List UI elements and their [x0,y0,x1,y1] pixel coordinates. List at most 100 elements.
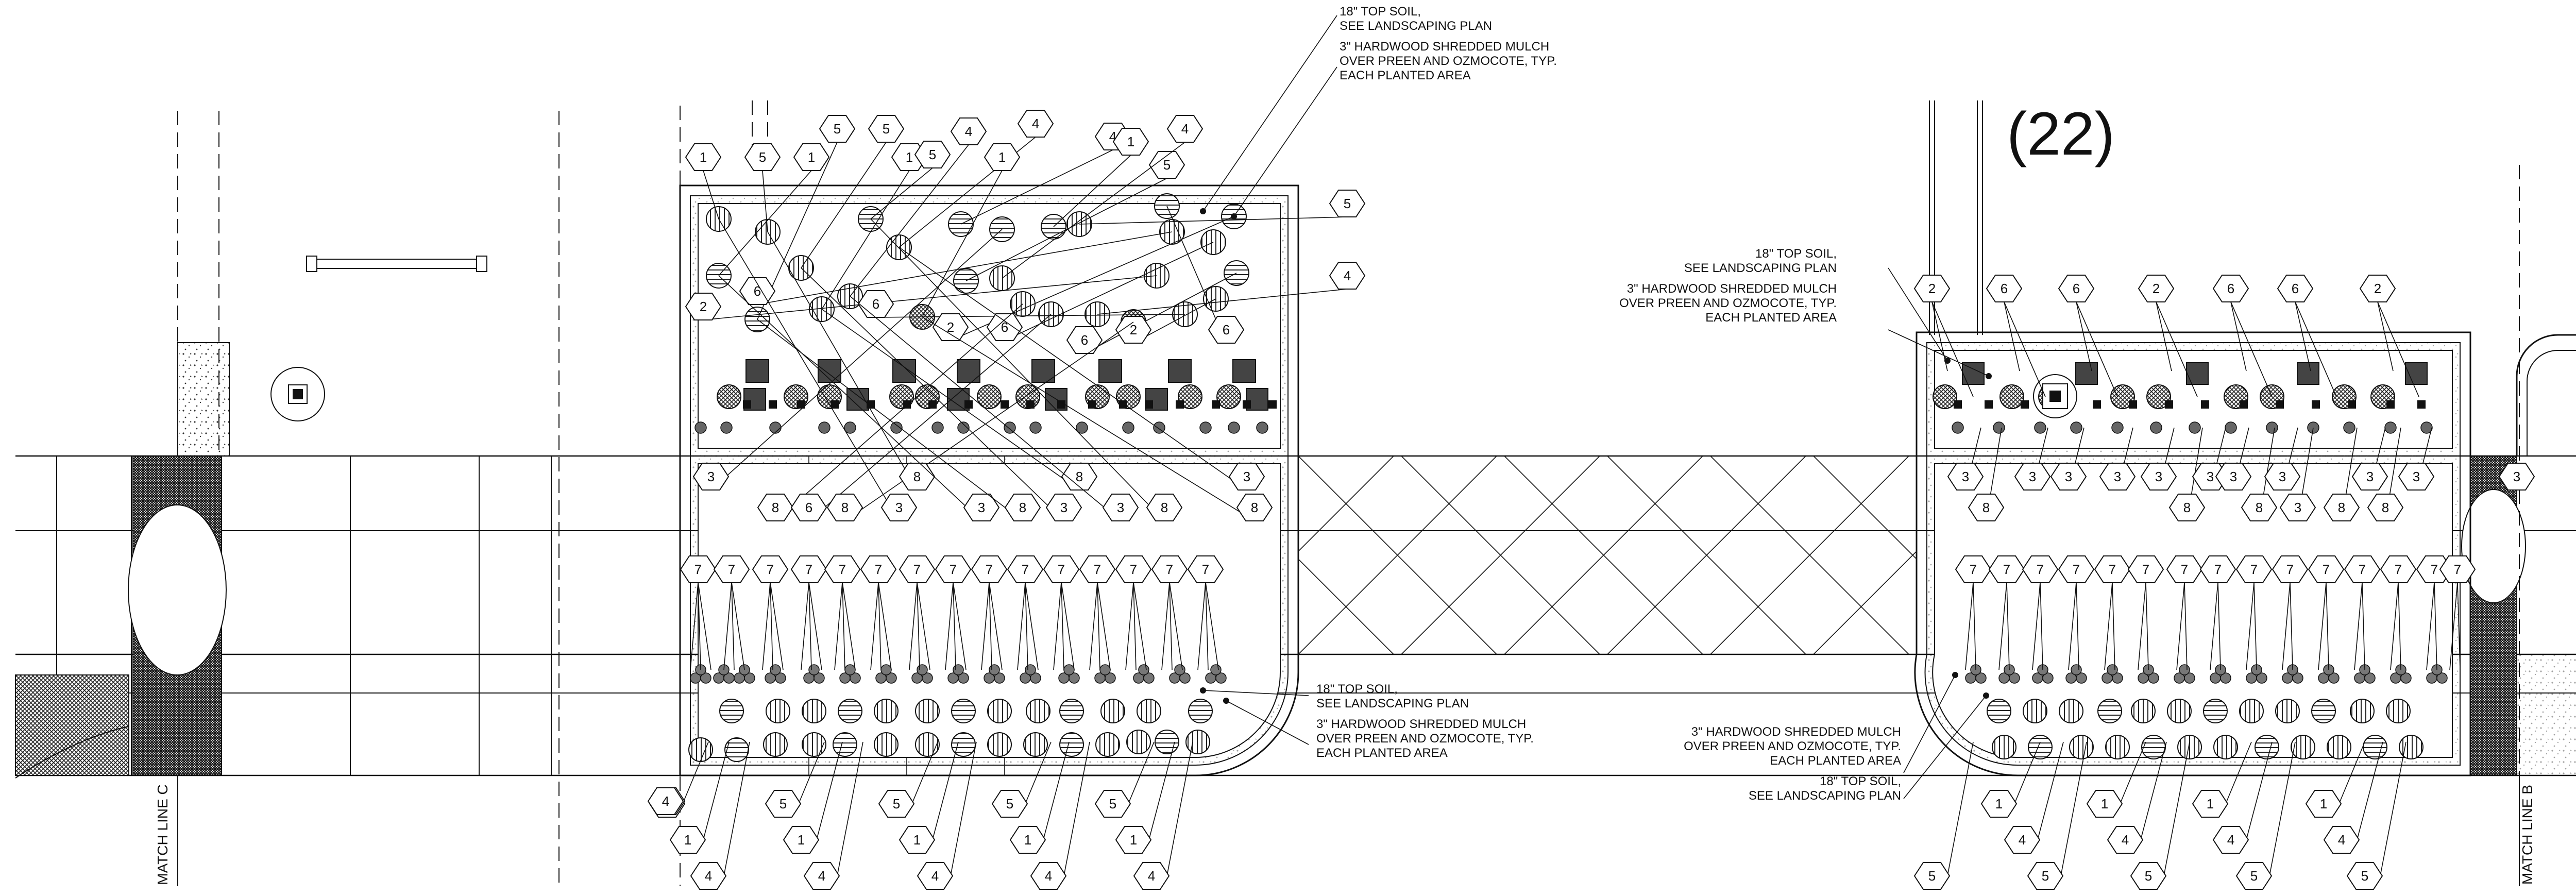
cluster-symbol [1174,664,1185,675]
groundcover-symbol [1004,421,1016,434]
plant-tag-hexagon [1009,826,1046,854]
plant-tag-number: 3 [1060,500,1067,515]
mulch-note-line: EACH PLANTED AREA [1316,746,1448,760]
leader-line [2290,582,2293,670]
cluster-symbol [958,672,969,684]
bed-far-right-lower [2516,654,2576,776]
cluster-symbol [886,672,897,684]
plant-tag-hexagon [765,790,802,818]
mulch-note-line: 3" HARDWOOD SHREDDED MULCH [1627,282,1837,296]
topsoil-note-line: 18" TOP SOIL, [1340,5,1421,19]
plant-tag-number: 5 [2250,868,2258,884]
leader-line [2120,741,2146,804]
perennial-symbol [1243,400,1251,409]
plant-tag-hexagon [793,143,830,171]
plant-tag-hexagon [914,141,951,168]
leader-line [909,582,918,670]
plant-tag: 6 [1066,326,1103,354]
leader-line [2104,582,2113,670]
plant-tag: 1 [2192,790,2229,818]
plant-tag-hexagon [2168,494,2206,521]
leader-line [2295,301,2311,371]
mulch-note-line: EACH PLANTED AREA [1705,311,1837,325]
leader-line [965,178,1167,281]
plant-tag-number: 7 [2181,562,2188,577]
plant-tag-number: 6 [1223,322,1230,337]
shrub-symbol [1126,730,1151,754]
shrub-symbol [688,737,713,762]
plant-tag-number: 3 [978,500,985,515]
bench-end [476,256,487,272]
plant-tag: 3 [2050,463,2087,491]
leader-line [775,303,1023,521]
plant-tag-number: 3 [2065,469,2072,484]
perennial-symbol [964,400,973,409]
plant-tag: 6 [2277,275,2314,302]
shrub-symbol [2386,699,2411,723]
plant-tag: 4 [1017,110,1054,138]
plant-tag: 8 [1061,463,1098,491]
plant-tag: 7 [860,555,897,583]
plant-tag: 1 [685,143,722,171]
leader-line [1166,741,1193,876]
shrub-symbol [1095,732,1120,757]
plant-tag: 2 [1115,316,1152,344]
shrub-symbol [2213,735,2238,759]
leader-line [698,582,701,670]
light-pole-base [2033,374,2077,418]
cluster-symbol [2436,672,2448,684]
plant-tag: 5 [868,115,905,143]
cluster-symbol [2107,664,2118,675]
shrub-symbol [1933,384,1957,409]
plant-tag-number: 7 [728,562,735,577]
plant-tag: 7 [2235,555,2273,583]
shrub-symbol [1155,730,1179,754]
shrub-symbol [987,699,1012,723]
groundcover-symbol [2111,421,2124,434]
plant-tag-number: 1 [2320,796,2327,812]
cluster-symbol [1179,672,1191,684]
leader-line [1025,582,1039,670]
shrub-symbol [2291,735,2315,759]
light-pole-base [270,367,325,421]
perennial-symbol [1026,400,1035,409]
plant-tag: 3 [1045,494,1082,521]
leader-line [2253,582,2257,670]
plant-tag-hexagon [2380,555,2417,583]
cluster-symbol [844,664,856,675]
leader-line [1002,142,1185,279]
leader-line [2282,582,2291,670]
plant-tag-hexagon [2235,862,2273,890]
cluster-symbol [2148,672,2159,684]
leader-line [2006,582,2010,670]
plant-tag-hexagon [2351,463,2388,491]
cluster-symbol [2179,664,2190,675]
leader-line [2457,582,2461,670]
plant-tag: 4 [2212,826,2249,854]
plant-tag: 8 [1004,494,1041,521]
leader-line [960,149,1113,225]
topsoil-note-line: SEE LANDSCAPING PLAN [1316,697,1469,711]
shrub-symbol [763,732,788,757]
plant-tag-hexagon [1947,463,1984,491]
plant-tag-hexagon [2050,463,2087,491]
plant-tag-number: 4 [705,868,712,884]
plant-tag-hexagon [1133,862,1170,890]
plant-tag-number: 6 [2227,281,2234,296]
shrub-symbol [1026,699,1050,723]
leader-line [723,582,732,670]
plant-tag: 2 [2138,275,2175,302]
plant-tag-number: 3 [2294,500,2301,515]
leader-line [953,582,956,670]
shrub-symbol [2023,699,2047,723]
leader-line [2156,301,2198,397]
plant-tag-hexagon [1148,151,1185,179]
plant-tag: 8 [757,494,794,521]
plant-tag-hexagon [2277,275,2314,302]
plant-tag-number: 5 [1928,868,1936,884]
topsoil-note-line: SEE LANDSCAPING PLAN [1749,789,1901,803]
perennial-symbol [743,400,751,409]
plant-tag: 7 [2022,555,2059,583]
plant-tag-number: 8 [841,500,849,515]
plant-tag: 6 [2058,275,2095,302]
